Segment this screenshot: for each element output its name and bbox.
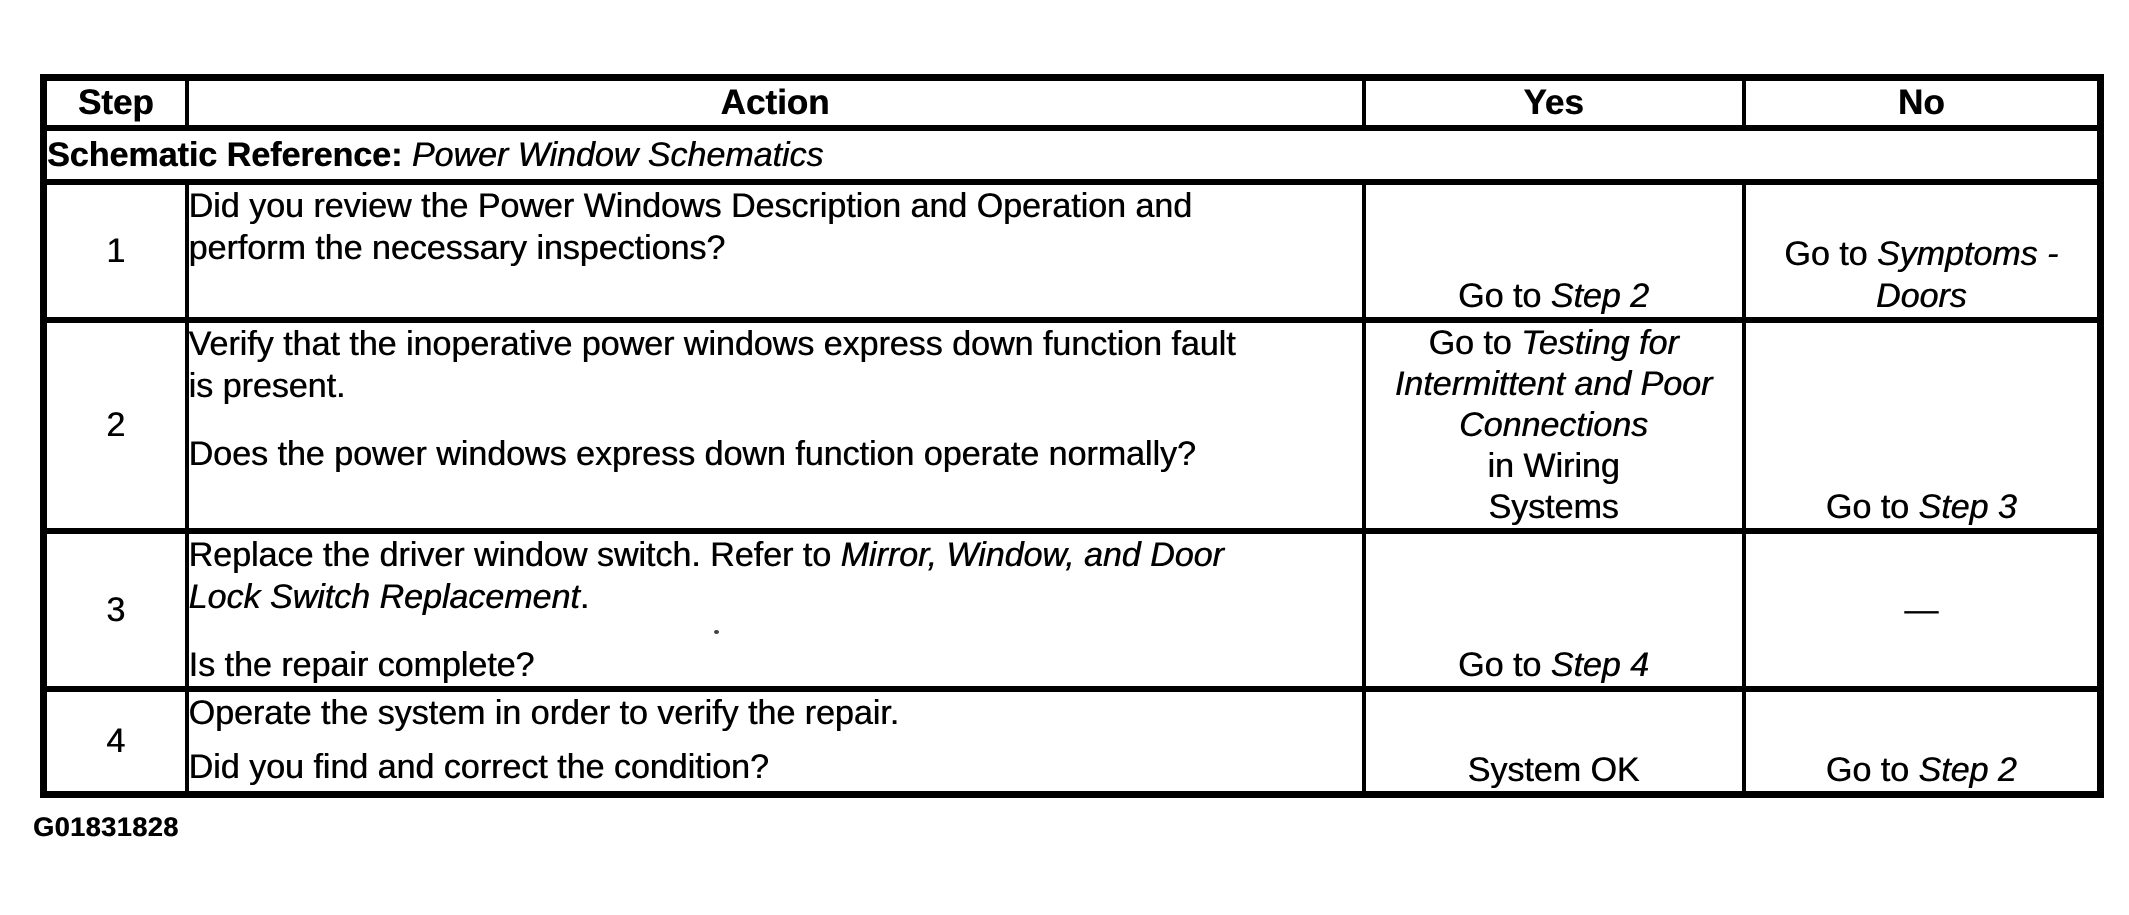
no-cell: Go to Symptoms -Doors (1741, 178, 2103, 323)
go-to-text: Go to (1458, 276, 1551, 315)
yes-cell: Go to Step 2 (1361, 178, 1746, 323)
scan-speck (714, 630, 719, 634)
schematic-reference-cell: Schematic Reference: Power Window Schema… (41, 124, 2103, 185)
table-row-step-2: 2 Verify that the inoperative power wind… (41, 316, 2103, 534)
table-row-step-3: 3 Replace the driver window switch. Refe… (41, 527, 2103, 692)
header-cell-yes: Yes (1361, 74, 1746, 131)
action-text: Replace the driver window switch. Refer … (188, 535, 1224, 616)
reference-link-text: Step 4 (1550, 645, 1649, 684)
reference-location-text: in Wiring (1487, 446, 1620, 485)
step-number-cell: 2 (41, 316, 189, 534)
step-number-cell: 4 (41, 685, 189, 798)
reference-link-text: Step 2 (1550, 276, 1649, 315)
reference-location-text: Systems (1488, 487, 1619, 526)
no-cell: Go to Step 3 (1741, 316, 2103, 534)
schematic-reference-label: Schematic Reference: (47, 135, 403, 174)
action-cell: Did you review the Power Windows Descrip… (184, 178, 1366, 323)
go-to-text: Go to (1825, 487, 1919, 526)
action-cell: Verify that the inoperative power window… (184, 316, 1366, 534)
no-cell: Go to Step 2 (1741, 685, 2103, 798)
step-number-cell: 3 (41, 527, 189, 692)
action-question: Did you find and correct the condition? (188, 747, 769, 786)
header-cell-step: Step (41, 74, 189, 131)
reference-link-text: Connections (1458, 405, 1648, 444)
schematic-reference-row: Schematic Reference: Power Window Schema… (41, 124, 2103, 185)
table-row-step-4: 4 Operate the system in order to verify … (41, 685, 2103, 798)
figure-id: G01831828 (33, 812, 179, 842)
reference-link-text: Mirror, Window, and Door (840, 535, 1224, 574)
header-cell-action: Action (184, 74, 1366, 131)
yes-cell: Go to Step 4 (1361, 527, 1746, 692)
reference-link-text: Doors (1875, 276, 1967, 315)
step-number-cell: 1 (41, 178, 189, 323)
go-to-text: Go to (1825, 751, 1919, 789)
go-to-text: Go to (1458, 645, 1551, 684)
action-question: Does the power windows express down func… (188, 434, 1196, 473)
action-text: Operate the system in order to verify th… (188, 693, 900, 732)
no-cell: — (1741, 527, 2103, 692)
dash-placeholder: — (1904, 590, 1939, 629)
action-text: Verify that the inoperative power window… (188, 324, 1236, 405)
reference-link-text: Step 2 (1918, 751, 2017, 789)
action-question: Is the repair complete? (188, 645, 535, 684)
reference-link-text: Step 3 (1918, 487, 2017, 526)
reference-link-text: Intermittent and Poor (1394, 364, 1713, 403)
yes-cell: System OK (1361, 685, 1746, 798)
reference-link-text: Lock Switch Replacement (188, 577, 580, 616)
table-row-step-1: 1 Did you review the Power Windows Descr… (41, 178, 2103, 323)
action-text: Did you review the Power Windows Descrip… (188, 186, 1193, 267)
go-to-text: Go to (1428, 323, 1522, 362)
action-cell: Operate the system in order to verify th… (184, 685, 1366, 798)
reference-link-text: Symptoms - (1876, 234, 2059, 273)
result-text: System OK (1467, 751, 1640, 789)
diagnostic-table: Step Action Yes No Schematic Reference: … (40, 74, 2104, 798)
schematic-reference-value: Power Window Schematics (411, 135, 824, 174)
header-row: Step Action Yes No (41, 74, 2103, 131)
go-to-text: Go to (1784, 234, 1877, 273)
action-cell: Replace the driver window switch. Refer … (184, 527, 1366, 692)
reference-link-text: Testing for (1521, 323, 1679, 362)
header-cell-no: No (1741, 74, 2103, 131)
